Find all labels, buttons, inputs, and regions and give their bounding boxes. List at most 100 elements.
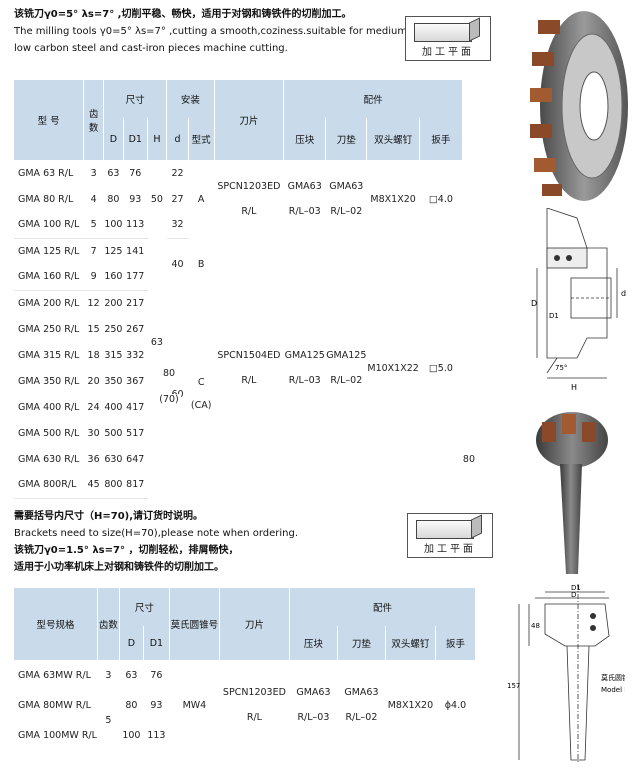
header-size: 尺寸: [103, 80, 168, 118]
shim-cell-group1: GMA63 R/L–02: [325, 160, 368, 238]
model-cell: GMA 80 R/L: [14, 186, 85, 212]
header-H: H: [147, 118, 168, 160]
header-model: 型号规格: [14, 588, 98, 660]
header-wrench: 扳手: [435, 626, 477, 660]
block-icon: [414, 23, 472, 42]
D1-cell: 217: [123, 290, 148, 316]
D-cell: 100: [103, 212, 124, 239]
D-cell: 63: [119, 660, 144, 690]
teeth-cell: 5: [83, 212, 104, 239]
bottom-intro-zh2: 适用于小功率机床上对钢和铸铁件的切削加工。: [14, 562, 224, 573]
model-cell: GMA 63 R/L: [14, 160, 85, 186]
model-cell: GMA 100 R/L: [14, 212, 85, 239]
clamp-hand: R/L–03: [288, 206, 321, 217]
spec-table-2: 型号规格 齿数 尺寸 莫氏圆锥号 刀片 配件 D D1 压块 刀垫 双头螺钉 扳…: [14, 588, 477, 750]
D1-cell: 141: [123, 238, 148, 264]
D-cell: 63: [103, 160, 124, 186]
teeth-cell: 4: [83, 186, 104, 212]
D-cell: 100: [119, 720, 144, 750]
wrench-cell-group1: □4.0: [419, 160, 463, 238]
teeth-cell: 9: [83, 264, 104, 291]
dim-angle: 75°: [555, 364, 567, 372]
dim-H: H: [571, 383, 577, 392]
table-row: GMA 100 R/L 5 100 113 32: [14, 212, 476, 239]
dim-D: D: [571, 591, 576, 599]
header-clamp: 压块: [289, 626, 338, 660]
morse-cell: MW4: [169, 660, 220, 750]
header-blade: 刀片: [219, 588, 290, 660]
shank-mill-photo: [536, 412, 608, 574]
D1-cell: 517: [123, 420, 148, 446]
header-parts: 配件: [289, 588, 477, 626]
H-cell: 50: [147, 160, 168, 238]
D1-cell: 177: [123, 264, 148, 291]
clamp-code: GMA63: [296, 687, 331, 698]
teeth-cell: 45: [83, 472, 104, 499]
dim-D1: D1: [571, 584, 581, 592]
blade-code: SPCN1203ED: [217, 181, 281, 192]
header-teeth: 齿数: [83, 80, 104, 160]
shim-code: GMA125: [326, 350, 367, 361]
d-cell: 22: [166, 160, 189, 186]
clamp-cell-group1: GMA63 R/L–03: [283, 160, 327, 238]
dim-48: 48: [531, 622, 540, 630]
D-cell: 125: [103, 238, 124, 264]
table-row: GMA 630 R/L 36 630 647: [14, 446, 476, 472]
H-cell: 80: [462, 420, 477, 498]
screw-cell-group1: M8X1X20: [366, 160, 420, 238]
shim-hand: R/L–02: [330, 206, 363, 217]
teeth-cell: 3: [97, 660, 120, 690]
header-d: d: [166, 118, 189, 160]
top-intro-en2: low carbon steel and cast-iron pieces ma…: [14, 43, 288, 54]
D1-cell: 332: [123, 342, 148, 368]
model-cell: GMA 63MW R/L: [14, 660, 98, 690]
H-80-label: 80: [157, 368, 181, 379]
header-morse: 莫氏圆锥号: [169, 588, 220, 660]
top-intro-en1: The milling tools γ0=5° λs=7° ,cutting a…: [14, 26, 411, 37]
table-row: GMA 80 R/L 4 80 93 27: [14, 186, 476, 212]
H-70-label: (70): [157, 394, 181, 405]
dim-157: 157: [507, 682, 520, 690]
model-cell: GMA 315 R/L: [14, 342, 85, 368]
blade-hand: R/L: [241, 206, 257, 217]
shim-hand: R/L–02: [345, 712, 378, 723]
type-CA: (CA): [190, 400, 212, 411]
face-label-top: 加工平面: [422, 47, 474, 58]
table-row: GMA 100MW R/L 100 113: [14, 720, 476, 750]
teeth-cell: 7: [83, 238, 104, 264]
bottom-note-zh: 需要括号内尺寸（H=70),请订货时说明。: [14, 511, 204, 522]
table-row: GMA 315 R/L 18 315 332: [14, 342, 476, 368]
D1-cell: 93: [123, 186, 148, 212]
morse-label-en: Model No: [601, 686, 625, 694]
model-cell: GMA 125 R/L: [14, 238, 85, 264]
D1-cell: 76: [123, 160, 148, 186]
header-model: 型 号: [14, 80, 85, 160]
type-cell: A: [188, 160, 215, 238]
blade-hand: R/L: [241, 375, 257, 386]
d-cell: 32: [166, 212, 189, 239]
type-C: C: [197, 377, 205, 388]
d-cell: 40: [166, 238, 189, 290]
header-shim: 刀垫: [337, 626, 386, 660]
machining-face-box-bottom: 加工平面: [407, 513, 493, 558]
teeth-cell: 3: [83, 160, 104, 186]
spec-table-1: 型 号 齿数 尺寸 安装 刀片 配件 D D1 H d 型式 压块 刀垫 双头螺…: [14, 80, 477, 499]
shim-cell-group2: GMA125 R/L–02: [325, 238, 368, 498]
teeth-cell: 5: [97, 690, 120, 750]
header-blade: 刀片: [214, 80, 285, 160]
model-cell: GMA 250 R/L: [14, 316, 85, 342]
bottom-intro: 需要括号内尺寸（H=70),请订货时说明。 Brackets need to s…: [14, 508, 298, 576]
clamp-hand: R/L–03: [297, 712, 330, 723]
teeth-cell: 30: [83, 420, 104, 446]
header-wrench: 扳手: [419, 118, 463, 160]
table-row: GMA 500 R/L 30 500 517 80: [14, 420, 477, 498]
header-parts: 配件: [283, 80, 463, 118]
face-label-bottom: 加工平面: [424, 544, 476, 555]
D1-cell: 267: [123, 316, 148, 342]
table-row: GMA 63MW R/L 3 63 76 MW4 SPCN1203ED R/L …: [14, 660, 477, 750]
header-size: 尺寸: [119, 588, 170, 626]
table-row: GMA 400 R/L 24 400 417: [14, 394, 476, 420]
blade-code: SPCN1203ED: [222, 687, 286, 698]
header-D: D: [119, 626, 144, 660]
D-cell: 80: [103, 186, 124, 212]
